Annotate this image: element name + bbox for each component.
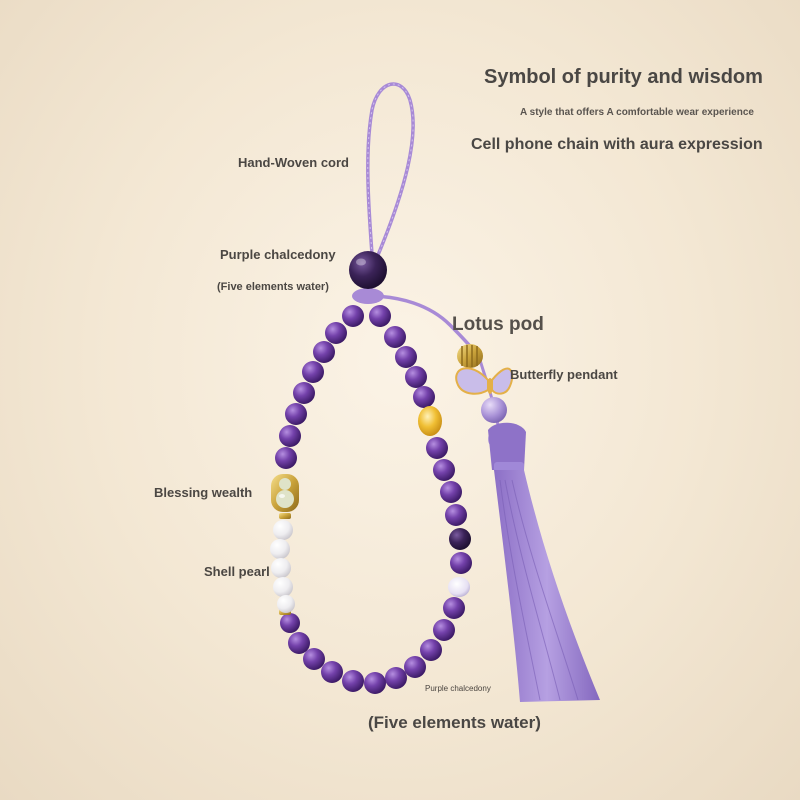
headline-subtitle: A style that offers A comfortable wear e… xyxy=(520,107,754,118)
caption-five-elements-water: (Five elements water) xyxy=(368,713,541,732)
lilac-bead xyxy=(481,397,507,423)
headline-title: Symbol of purity and wisdom xyxy=(484,66,763,88)
purple-chalcedony-bead xyxy=(349,251,387,289)
lotus-pod-bead xyxy=(457,344,483,368)
bead-strand xyxy=(275,305,472,694)
label-shell-pearl: Shell pearl xyxy=(204,564,270,579)
shell-pearls xyxy=(270,520,295,613)
label-butterfly-pendant: Butterfly pendant xyxy=(510,367,618,382)
citrine-bead xyxy=(418,406,442,436)
label-purple-chalcedony: Purple chalcedony xyxy=(220,247,336,262)
label-blessing-wealth: Blessing wealth xyxy=(154,485,253,500)
crystal-bead xyxy=(448,577,470,597)
gourd-charm xyxy=(271,474,299,512)
headline-tagline: Cell phone chain with aura expression xyxy=(471,136,763,153)
label-lotus-pod: Lotus pod xyxy=(452,314,544,335)
gold-spacer xyxy=(279,513,291,519)
tassel xyxy=(488,422,600,702)
woven-cord xyxy=(366,82,415,257)
cord-knot xyxy=(352,288,384,304)
butterfly-pendant xyxy=(455,367,514,395)
label-purple-chalcedony-bottom: Purple chalcedony xyxy=(425,684,491,693)
label-five-elements-water: (Five elements water) xyxy=(217,281,329,293)
label-hand-woven-cord: Hand-Woven cord xyxy=(238,155,349,170)
